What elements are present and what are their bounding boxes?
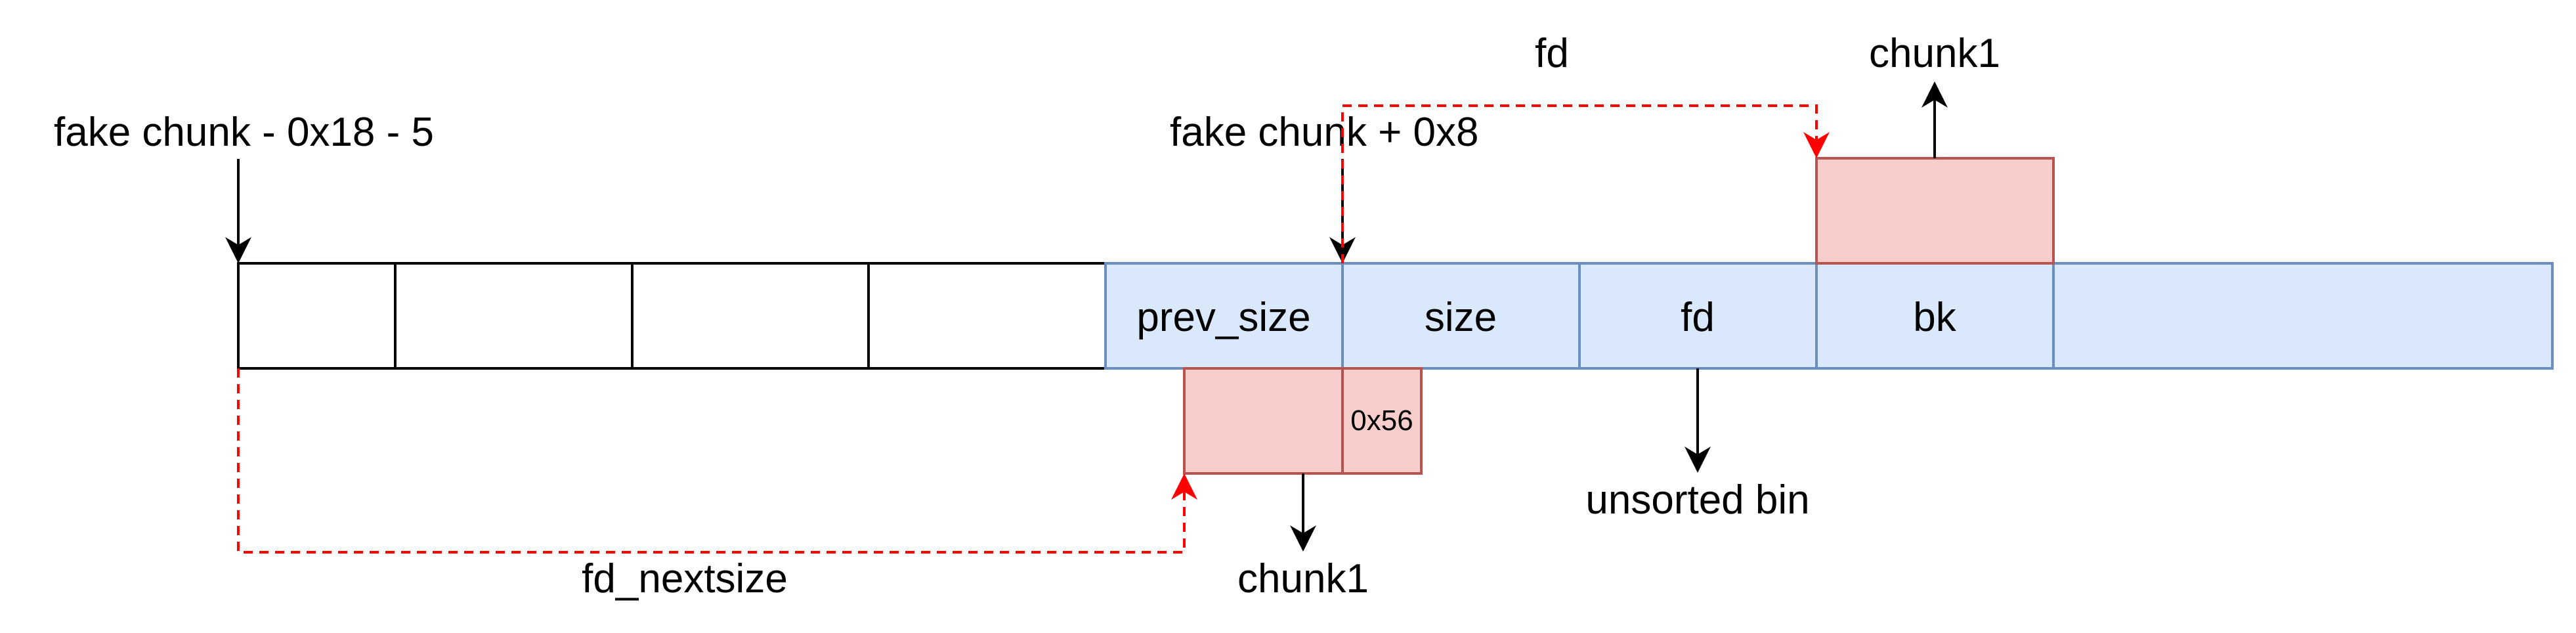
chunk1-top-box [1815,157,2055,265]
cell-prev-size [1104,262,1344,370]
cell-prev-size-label: prev_size [1136,295,1310,340]
cell-rest [2052,262,2554,370]
chunk1-top-label: chunk1 [1869,31,2000,76]
cell-bk-label: bk [1913,295,1956,340]
fake-chunk-plus-label: fake chunk + 0x8 [1170,110,1478,155]
fake-cell-4 [867,262,1107,370]
cell-fd [1578,262,1818,370]
fake-cell-3 [631,262,870,370]
dashed-arrow-fd-nextsize [237,368,1197,554]
cell-fd-label: fd [1681,295,1715,340]
chunk1-bottom-box: 0x56 [1183,367,1423,475]
chunk-cells: prev_size size fd bk [1104,262,2554,370]
unsorted-bin-label: unsorted bin [1585,477,1809,523]
chunk1-bottom-label: chunk1 [1237,556,1369,601]
fake-chunk-minus-label: fake chunk - 0x18 - 5 [54,110,434,155]
dashed-arrow-fd [1341,104,1830,263]
cell-size-label: size [1425,295,1497,340]
fake-chunk-cells [237,262,1107,370]
fd-nextsize-label: fd_nextsize [582,556,788,601]
value-0x56-label: 0x56 [1350,404,1413,437]
fake-cell-1 [237,262,397,370]
chunk1-bottom-left [1183,367,1344,475]
chunk1-bottom-size [1341,367,1423,475]
cell-size [1341,262,1581,370]
fd-top-label: fd [1535,31,1569,76]
fake-cell-2 [394,262,633,370]
